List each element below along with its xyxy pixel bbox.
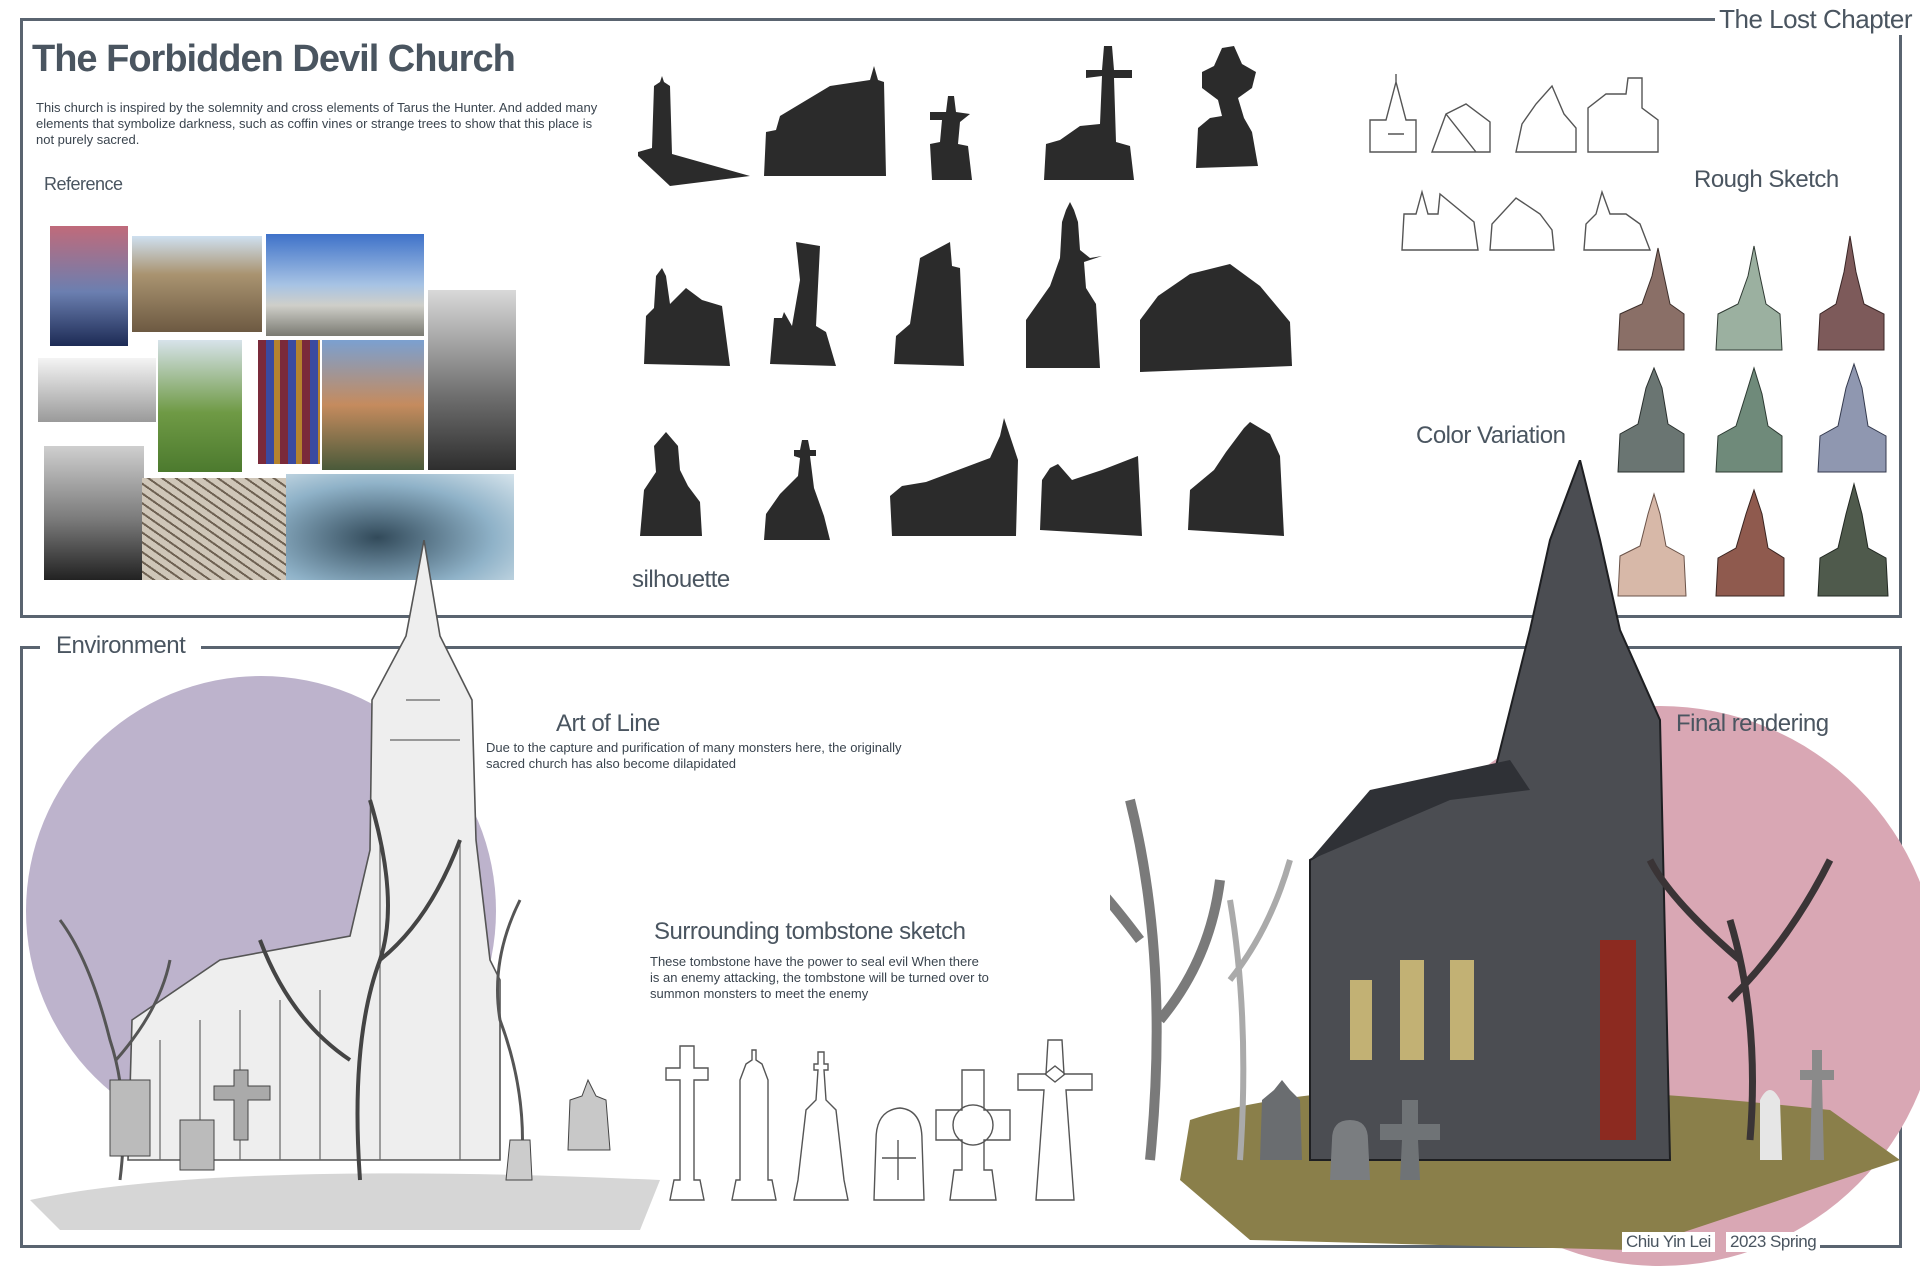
credit-term: 2023 Spring [1726, 1232, 1821, 1252]
tombstone-sketch-2 [731, 1049, 777, 1201]
rough-sketch-2 [1430, 103, 1491, 153]
rough-sketch-1 [1369, 74, 1417, 153]
silhouette-7 [770, 242, 836, 366]
tombstone-sketch-row [665, 1039, 1093, 1201]
silhouette-grid [638, 46, 1292, 540]
silhouette-9 [1026, 202, 1102, 368]
environment-label: Environment [40, 632, 202, 660]
silhouette-13 [890, 418, 1018, 536]
reference-photo-rock-chapel [322, 340, 424, 470]
reference-photo-foggy-graves [44, 446, 144, 580]
color-variant-2 [1715, 245, 1783, 351]
reference-photo-gate [38, 358, 156, 422]
tombstone-sketch-3 [793, 1051, 849, 1201]
credit-author: Chiu Yin Lei [1622, 1232, 1715, 1252]
tombstone-sketch-4 [873, 1107, 925, 1201]
reference-photo-vines [142, 478, 288, 580]
reference-photo-graveyard-statue [428, 290, 516, 470]
rough-sketch-6 [1489, 197, 1555, 251]
reference-photo-mountain [50, 226, 128, 346]
color-variant-9 [1817, 482, 1889, 597]
color-variant-5 [1715, 366, 1783, 473]
page-title: The Forbidden Devil Church [32, 38, 516, 80]
art-of-line-label: Art of Line [556, 710, 660, 737]
silhouette-1 [638, 76, 750, 186]
color-variant-1 [1617, 247, 1685, 351]
silhouette-6 [644, 268, 730, 366]
reference-photo-church-street [266, 234, 424, 336]
rough-sketch-7 [1583, 189, 1652, 251]
tombstone-sketch-5 [935, 1069, 1011, 1201]
color-variant-4 [1617, 366, 1685, 473]
silhouette-5 [1196, 46, 1258, 168]
color-variant-6 [1817, 362, 1887, 473]
color-variant-8 [1715, 488, 1785, 597]
rough-sketch-label: Rough Sketch [1694, 166, 1839, 193]
reference-photo-stained-glass [258, 340, 320, 464]
reference-photo-lamp [158, 340, 242, 472]
top-panel-frame [20, 18, 1902, 618]
color-variant-7 [1617, 492, 1687, 597]
color-variation-grid [1617, 235, 1889, 597]
reference-photo-cathedral [132, 236, 262, 332]
tombstone-label: Surrounding tombstone sketch [654, 918, 966, 945]
silhouette-2 [764, 66, 886, 176]
silhouette-11 [640, 432, 702, 536]
final-render-church [1110, 460, 1900, 1250]
page-description: This church is inspired by the solemnity… [36, 100, 598, 147]
chapter-title: The Lost Chapter [1715, 4, 1916, 35]
silhouette-14 [1040, 456, 1142, 536]
rough-sketch-3 [1515, 84, 1577, 153]
line-art-church [30, 540, 660, 1230]
tombstone-sketch-1 [665, 1045, 709, 1201]
reference-photo-strange-tree [286, 474, 514, 580]
reference-label: Reference [44, 174, 123, 194]
art-of-line-description: Due to the capture and purification of m… [486, 740, 902, 771]
silhouette-3 [930, 96, 972, 180]
rough-sketch-group [1369, 74, 1659, 251]
tombstone-sketch-6 [1017, 1039, 1093, 1201]
rough-sketch-5 [1401, 189, 1479, 251]
silhouette-12 [764, 440, 830, 540]
silhouette-4 [1044, 46, 1134, 180]
silhouette-8 [894, 242, 964, 366]
tombstone-description: These tombstone have the power to seal e… [650, 954, 989, 1001]
silhouette-label: silhouette [632, 566, 730, 593]
rough-sketch-4 [1587, 77, 1659, 153]
color-variation-label: Color Variation [1416, 422, 1566, 449]
silhouette-10 [1140, 264, 1292, 372]
silhouette-15 [1188, 422, 1284, 536]
final-rendering-label: Final rendering [1676, 710, 1829, 737]
color-variant-3 [1817, 235, 1885, 351]
